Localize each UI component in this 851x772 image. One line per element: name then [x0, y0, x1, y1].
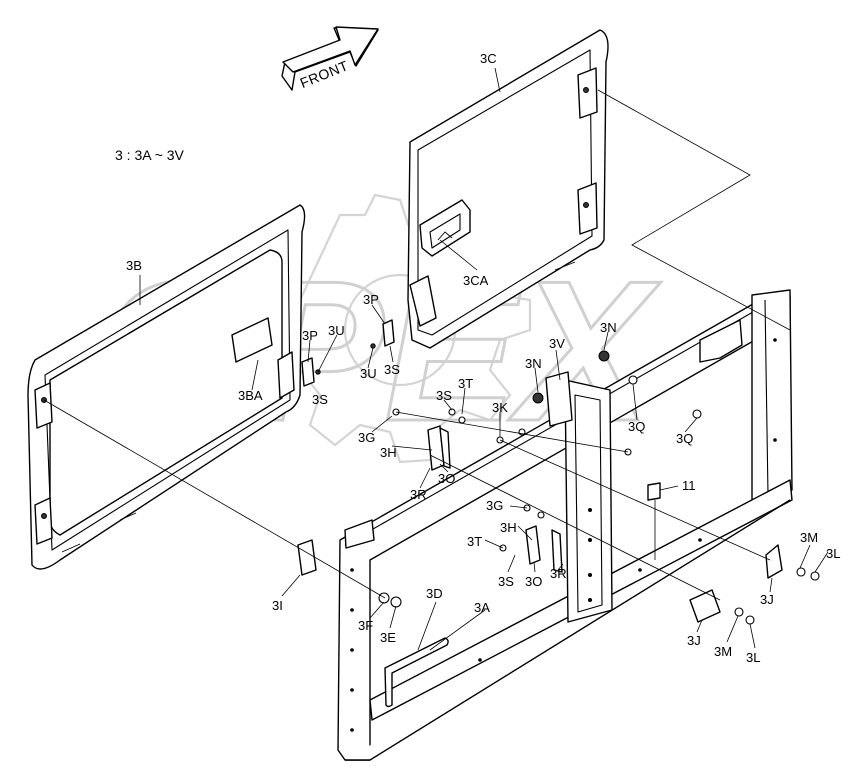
label-3T-lower: 3T	[467, 534, 482, 549]
fasteners	[315, 343, 820, 625]
label-3CA: 3CA	[463, 273, 489, 288]
label-3Q-right: 3Q	[676, 431, 693, 446]
label-3P-upper: 3P	[363, 292, 379, 307]
bracket-3P-upper	[382, 319, 395, 347]
label-3M-lower: 3M	[714, 644, 732, 659]
frame-3A	[337, 289, 793, 761]
label-3S-mid: 3S	[436, 388, 452, 403]
label-3S-bottom: 3S	[498, 574, 514, 589]
bracket-3J-upper	[765, 544, 783, 579]
label-3I: 3I	[272, 598, 283, 613]
label-3F: 3F	[358, 618, 373, 633]
label-3U-upper: 3U	[328, 323, 345, 338]
bracket-3O-upper	[427, 425, 451, 471]
label-3L-lower: 3L	[746, 650, 760, 665]
part-labels: 3C 3B 3CA 3P 3P 3U 3U 3S 3S 3BA 3N 3N 3V…	[126, 51, 840, 665]
label-3J-lower: 3J	[687, 633, 701, 648]
label-3P-lower: 3P	[302, 328, 318, 343]
label-3BA: 3BA	[238, 388, 263, 403]
handle-3BA	[231, 317, 295, 399]
label-3S-upper: 3S	[384, 362, 400, 377]
bracket-3O-lower	[525, 525, 563, 573]
label-3R-upper: 3R	[410, 487, 427, 502]
bracket-3P-lower	[301, 357, 315, 387]
label-3N-lower: 3N	[525, 356, 542, 371]
label-3C: 3C	[480, 51, 497, 66]
label-3O-lower: 3O	[525, 574, 542, 589]
label-3J-right: 3J	[760, 592, 774, 607]
bracket-3J-lower	[689, 589, 721, 623]
part-range-note: 3 : 3A ~ 3V	[115, 147, 185, 163]
label-3V: 3V	[549, 336, 565, 351]
label-3G-upper: 3G	[358, 430, 375, 445]
label-3T-upper: 3T	[458, 376, 473, 391]
cover-panel-3C	[407, 29, 609, 349]
label-3Q-left: 3Q	[628, 419, 645, 434]
front-direction-arrow: FRONT	[281, 26, 379, 91]
label-3U-lower: 3U	[360, 366, 377, 381]
label-11: 11	[682, 478, 696, 493]
label-3H-lower: 3H	[500, 520, 517, 535]
label-3L-right: 3L	[826, 546, 840, 561]
label-3N-upper: 3N	[600, 320, 617, 335]
label-3R-lower: 3R	[550, 566, 567, 581]
rod-3D	[384, 637, 449, 708]
label-3B: 3B	[126, 258, 142, 273]
handle-3CA	[419, 199, 471, 257]
label-3A: 3A	[474, 600, 490, 615]
post-3V	[545, 371, 573, 427]
part-11	[647, 482, 661, 501]
label-3O-upper: 3O	[438, 471, 455, 486]
label-3G-lower: 3G	[486, 498, 503, 513]
assembly-lines	[43, 89, 791, 601]
pad-3I	[297, 539, 317, 576]
label-3K: 3K	[492, 400, 508, 415]
label-3M-right: 3M	[800, 530, 818, 545]
label-3E: 3E	[380, 630, 396, 645]
label-leaders	[139, 67, 829, 651]
label-3H-upper: 3H	[380, 445, 397, 460]
label-3S-lower: 3S	[312, 392, 328, 407]
label-3D: 3D	[426, 586, 443, 601]
cover-panel-3B	[27, 204, 306, 570]
